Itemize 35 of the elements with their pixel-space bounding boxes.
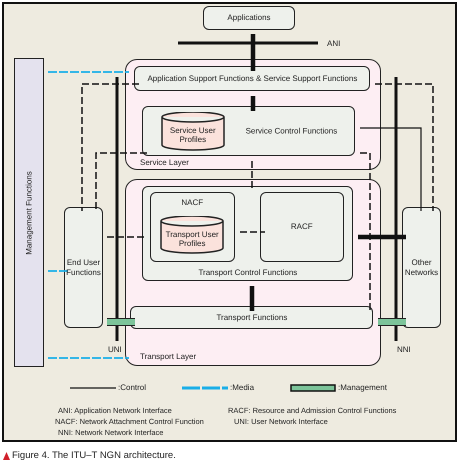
function-box (203, 6, 295, 30)
layer-band (125, 59, 381, 170)
function-box (150, 192, 235, 262)
legend-label: :Control (118, 383, 146, 392)
node-label: Transport Layer (140, 352, 196, 361)
node-label: Transport User Profiles (164, 230, 220, 248)
interface-label: UNI (108, 345, 122, 354)
function-box (64, 207, 103, 328)
function-box (142, 186, 354, 282)
node-label: Applications (226, 13, 272, 23)
node-label: NACF (180, 198, 204, 207)
function-box (260, 192, 344, 262)
layer-band (125, 179, 381, 366)
management-bar (14, 58, 44, 367)
node-label: End User Functions (65, 258, 102, 277)
node-label: Other Networks (404, 258, 440, 277)
figure-caption: Figure 4. The ITU–T NGN architecture. (12, 450, 176, 461)
database-cylinder (160, 216, 224, 254)
function-box (402, 207, 441, 328)
node-label: Application Support Functions & Service Support Functions (146, 74, 358, 84)
node-label: Service Control Functions (244, 126, 338, 136)
node-label: Management Functions (24, 170, 34, 254)
node-label: Service User Profiles (168, 126, 217, 144)
node-label: Service Layer (140, 158, 189, 167)
function-box (142, 106, 356, 156)
function-box (130, 306, 374, 330)
function-box (134, 66, 370, 92)
node-label: Transport Control Functions (197, 268, 298, 278)
node-label: Transport Functions (215, 313, 288, 322)
interface-label: ANI (327, 39, 340, 48)
node-label: RACF (290, 222, 314, 232)
database-cylinder (160, 112, 225, 151)
interface-label: NNI (397, 345, 411, 354)
legend-label: :Management (338, 383, 387, 392)
legend-label: :Media (230, 383, 254, 392)
